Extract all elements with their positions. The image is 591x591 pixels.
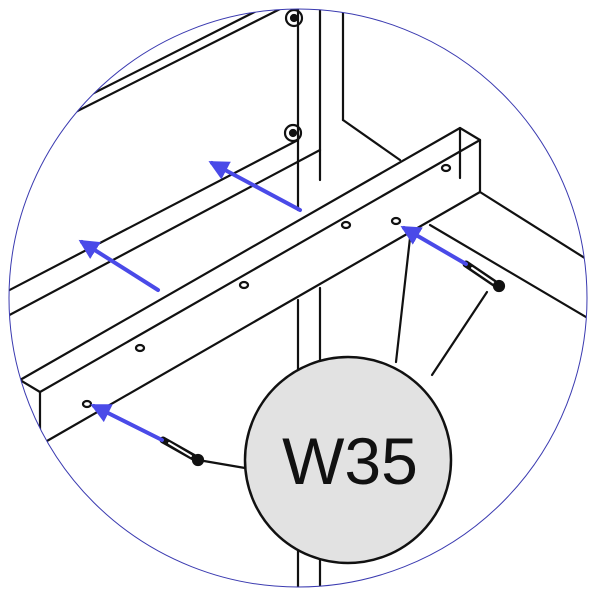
cam-fitting-icon xyxy=(283,123,303,143)
leader-line xyxy=(202,459,247,470)
direction-arrow-icon xyxy=(78,239,160,292)
rail-top-edge xyxy=(38,138,482,394)
cam-fitting-center xyxy=(289,13,299,23)
direction-arrow-icon xyxy=(90,404,164,442)
rail-end-edge xyxy=(18,378,42,394)
part-code-label: W35 xyxy=(282,424,418,498)
screw-icon xyxy=(159,436,205,467)
cam-fitting-center xyxy=(288,128,298,138)
side-rail-edge-top xyxy=(478,190,587,264)
detail-frame xyxy=(8,8,588,588)
cam-fitting-icon xyxy=(284,9,304,28)
leader-line xyxy=(394,236,412,364)
top-panel-edge-1 xyxy=(9,9,300,152)
direction-arrows xyxy=(78,161,468,442)
screw-icon xyxy=(462,260,506,293)
direction-arrow-icon xyxy=(208,161,302,212)
mid-panel-edge-1 xyxy=(9,138,300,297)
rail-hole xyxy=(81,399,93,409)
direction-arrow-icon xyxy=(400,225,468,266)
top-panel-edge-2 xyxy=(88,9,300,97)
side-rail-edge-bottom xyxy=(428,223,587,322)
rail-hole xyxy=(390,216,402,226)
leader-line xyxy=(430,290,489,377)
rail-hole xyxy=(134,343,146,353)
part-callout: W35 xyxy=(243,355,453,565)
lower-panel-edge xyxy=(9,443,42,472)
rail-hole xyxy=(440,163,452,173)
callout-bubble xyxy=(243,355,453,565)
mid-panel-edge-2 xyxy=(9,148,322,322)
rail-hole xyxy=(238,280,250,290)
rail-hole xyxy=(340,220,352,230)
post-base-edge xyxy=(341,118,402,162)
